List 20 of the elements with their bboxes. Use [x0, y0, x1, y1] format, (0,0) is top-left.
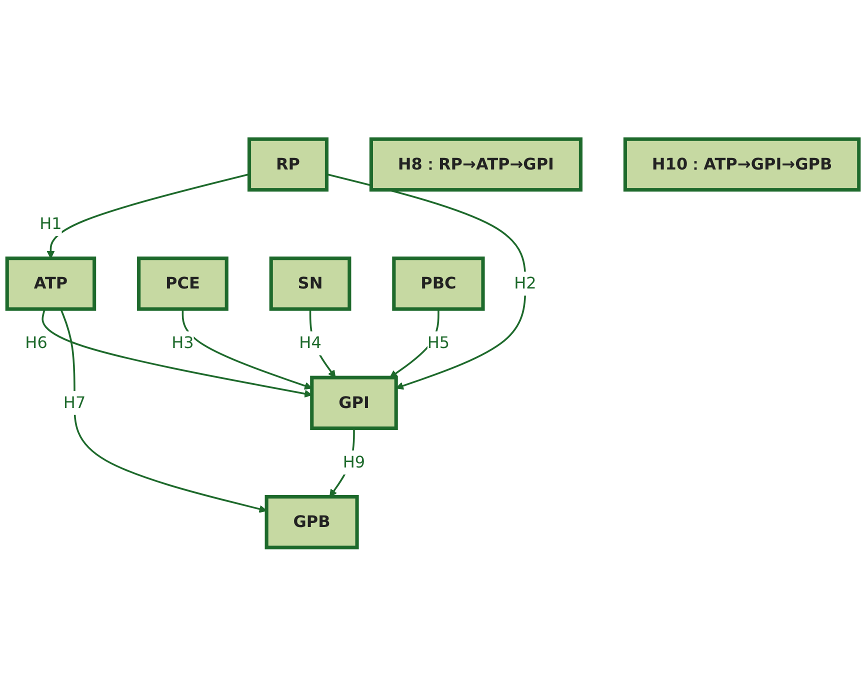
edge-label: H5	[427, 334, 450, 352]
node-box: PCE	[137, 256, 228, 311]
node-box: H8：RP→ATP→GPI	[369, 137, 582, 192]
arrow	[60, 308, 267, 513]
edge-label: H3	[172, 334, 194, 352]
edge-label: H1	[40, 214, 62, 234]
node-box: ATP	[5, 256, 96, 311]
edge-label: H9	[342, 452, 366, 472]
edge-label: H7	[63, 393, 86, 412]
edge-label: H2	[514, 274, 536, 293]
node-box: GPI	[310, 375, 398, 430]
edge-label: H4	[299, 334, 322, 352]
node-box: SN	[269, 256, 352, 311]
node-box: RP	[247, 137, 328, 192]
arrow	[326, 173, 526, 390]
node-box: PBC	[392, 256, 485, 311]
node-box: H10：ATP→GPI→GPB	[623, 137, 861, 192]
arrow	[46, 173, 250, 258]
node-box: GPB	[264, 494, 359, 549]
edge-label: H6	[25, 334, 48, 352]
